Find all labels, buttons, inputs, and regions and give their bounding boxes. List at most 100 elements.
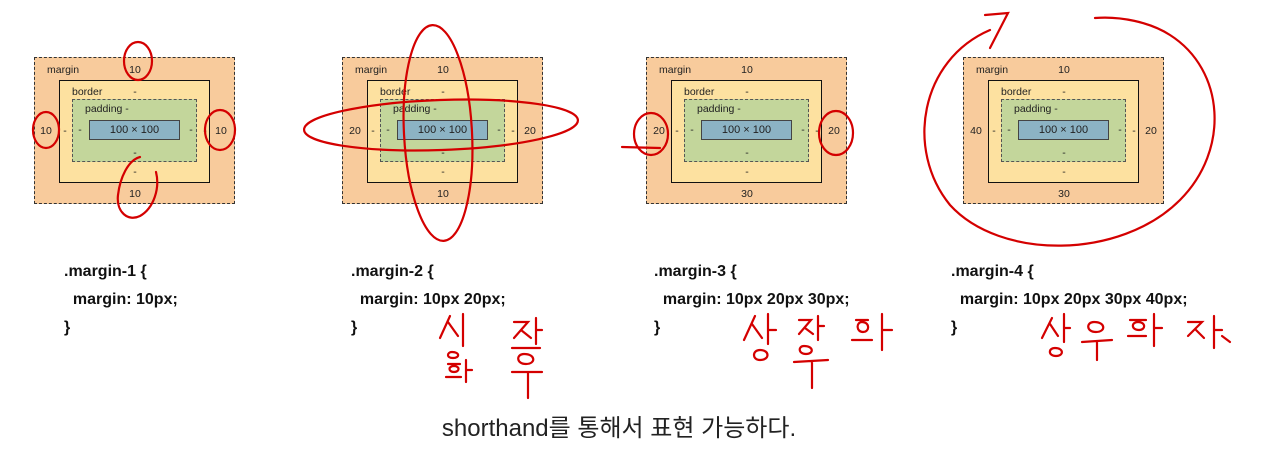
box-model-diagram-1: margin 10 10 10 10 border - - - - paddin… — [34, 57, 235, 204]
padding-label: padding - — [85, 103, 129, 115]
margin-area: margin 10 20 20 10 border - - - - paddin… — [342, 57, 543, 204]
margin-area: margin 10 10 10 10 border - - - - paddin… — [34, 57, 235, 204]
border-top-value: - — [441, 86, 445, 98]
margin-right-value: 20 — [828, 125, 840, 137]
hangul-u — [510, 352, 544, 400]
margin-label: margin — [355, 64, 388, 76]
ellipse-horizontal-left-right — [302, 98, 580, 152]
hangul-jwa — [510, 316, 544, 350]
border-left-value: - — [371, 125, 375, 137]
circle-margin-right — [203, 108, 237, 152]
margin-area: margin 10 20 20 30 border - - - - paddin… — [646, 57, 847, 204]
padding-area: padding - - - - 100 × 100 — [380, 99, 505, 162]
border-left-value: - — [992, 125, 996, 137]
padding-area: padding - - - - 100 × 100 — [684, 99, 809, 162]
border-top-value: - — [745, 86, 749, 98]
padding-bottom-value: - — [133, 147, 137, 159]
code-snippet-margin-2: .margin-2 { margin: 10px 20px; } — [351, 263, 506, 336]
hangul-sang-4 — [1040, 312, 1072, 358]
border-top-value: - — [1062, 86, 1066, 98]
padding-right-value: - — [1118, 124, 1122, 136]
margin-top-value: 10 — [1058, 64, 1070, 76]
circle-margin-left-3 — [632, 111, 670, 157]
hangul-u-4 — [1080, 320, 1114, 362]
box-model-diagram-4: margin 10 40 20 30 border - - - - paddin… — [963, 57, 1164, 204]
hangul-jwa-4 — [1186, 314, 1232, 350]
border-label: border — [684, 86, 715, 98]
border-label: border — [72, 86, 103, 98]
border-right-value: - — [1132, 125, 1136, 137]
padding-area: padding - - - - 100 × 100 — [72, 99, 197, 162]
hangul-sang-3 — [742, 312, 778, 362]
circle-margin-left — [31, 110, 61, 150]
border-label: border — [1001, 86, 1032, 98]
padding-left-value: - — [78, 124, 82, 136]
padding-left-value: - — [1007, 124, 1011, 136]
margin-area: margin 10 40 20 30 border - - - - paddin… — [963, 57, 1164, 204]
padding-bottom-value: - — [1062, 147, 1066, 159]
border-top-value: - — [133, 86, 137, 98]
circle-margin-top — [122, 40, 154, 82]
padding-right-value: - — [801, 124, 805, 136]
padding-area: padding - - - - 100 × 100 — [1001, 99, 1126, 162]
padding-label: padding - — [1014, 103, 1058, 115]
content-area: 100 × 100 — [1018, 120, 1109, 140]
border-area: border - - - - padding - - - - 100 × 100 — [59, 80, 210, 183]
box-model-diagram-3: margin 10 20 20 30 border - - - - paddin… — [646, 57, 847, 204]
code-snippet-margin-1: .margin-1 { margin: 10px; } — [64, 263, 178, 336]
padding-label: padding - — [697, 103, 741, 115]
hangul-ha — [444, 358, 474, 384]
margin-right-value: 20 — [1145, 125, 1157, 137]
border-left-value: - — [63, 125, 67, 137]
padding-bottom-value: - — [441, 147, 445, 159]
margin-label: margin — [976, 64, 1009, 76]
circle-margin-bottom — [116, 155, 159, 219]
padding-bottom-value: - — [745, 147, 749, 159]
margin-top-value: 10 — [437, 64, 449, 76]
box-model-diagram-2: margin 10 20 20 10 border - - - - paddin… — [342, 57, 543, 204]
margin-left-value: 20 — [349, 125, 361, 137]
border-bottom-value: - — [745, 166, 749, 178]
margin-bottom-value: 10 — [437, 188, 449, 200]
border-label: border — [380, 86, 411, 98]
big-circle-with-arrow — [923, 16, 1216, 247]
padding-left-value: - — [386, 124, 390, 136]
ellipse-vertical-top-bottom — [402, 24, 474, 242]
content-area: 100 × 100 — [397, 120, 488, 140]
border-bottom-value: - — [1062, 166, 1066, 178]
padding-right-value: - — [497, 124, 501, 136]
margin-left-value: 40 — [970, 125, 982, 137]
caption-text: shorthand를 통해서 표현 가능하다. — [441, 415, 797, 442]
border-bottom-value: - — [441, 166, 445, 178]
margin-bottom-value: 30 — [741, 188, 753, 200]
margin-right-value: 10 — [215, 125, 227, 137]
content-area: 100 × 100 — [701, 120, 792, 140]
border-area: border - - - - padding - - - - 100 × 100 — [988, 80, 1139, 183]
padding-right-value: - — [189, 124, 193, 136]
margin-bottom-value: 30 — [1058, 188, 1070, 200]
circle-margin-right-3 — [817, 109, 855, 157]
padding-left-value: - — [690, 124, 694, 136]
margin-top-value: 10 — [741, 64, 753, 76]
hangul-ha-3 — [850, 312, 894, 352]
border-bottom-value: - — [133, 166, 137, 178]
hangul-jwau-3 — [792, 314, 830, 390]
hangul-sang — [438, 312, 465, 360]
margin-bottom-value: 10 — [129, 188, 141, 200]
margin-top-value: 10 — [129, 64, 141, 76]
code-snippet-margin-3: .margin-3 { margin: 10px 20px 30px; } — [654, 263, 850, 336]
border-area: border - - - - padding - - - - 100 × 100 — [367, 80, 518, 183]
content-area: 100 × 100 — [89, 120, 180, 140]
border-right-value: - — [511, 125, 515, 137]
margin-left-value: 10 — [40, 125, 52, 137]
margin-left-value: 20 — [653, 125, 665, 137]
hangul-ha-4 — [1126, 312, 1164, 348]
border-area: border - - - - padding - - - - 100 × 100 — [671, 80, 822, 183]
code-snippet-margin-4: .margin-4 { margin: 10px 20px 30px 40px;… — [951, 263, 1188, 336]
margin-label: margin — [659, 64, 692, 76]
margin-right-value: 20 — [524, 125, 536, 137]
border-left-value: - — [675, 125, 679, 137]
margin-label: margin — [47, 64, 80, 76]
border-right-value: - — [815, 125, 819, 137]
